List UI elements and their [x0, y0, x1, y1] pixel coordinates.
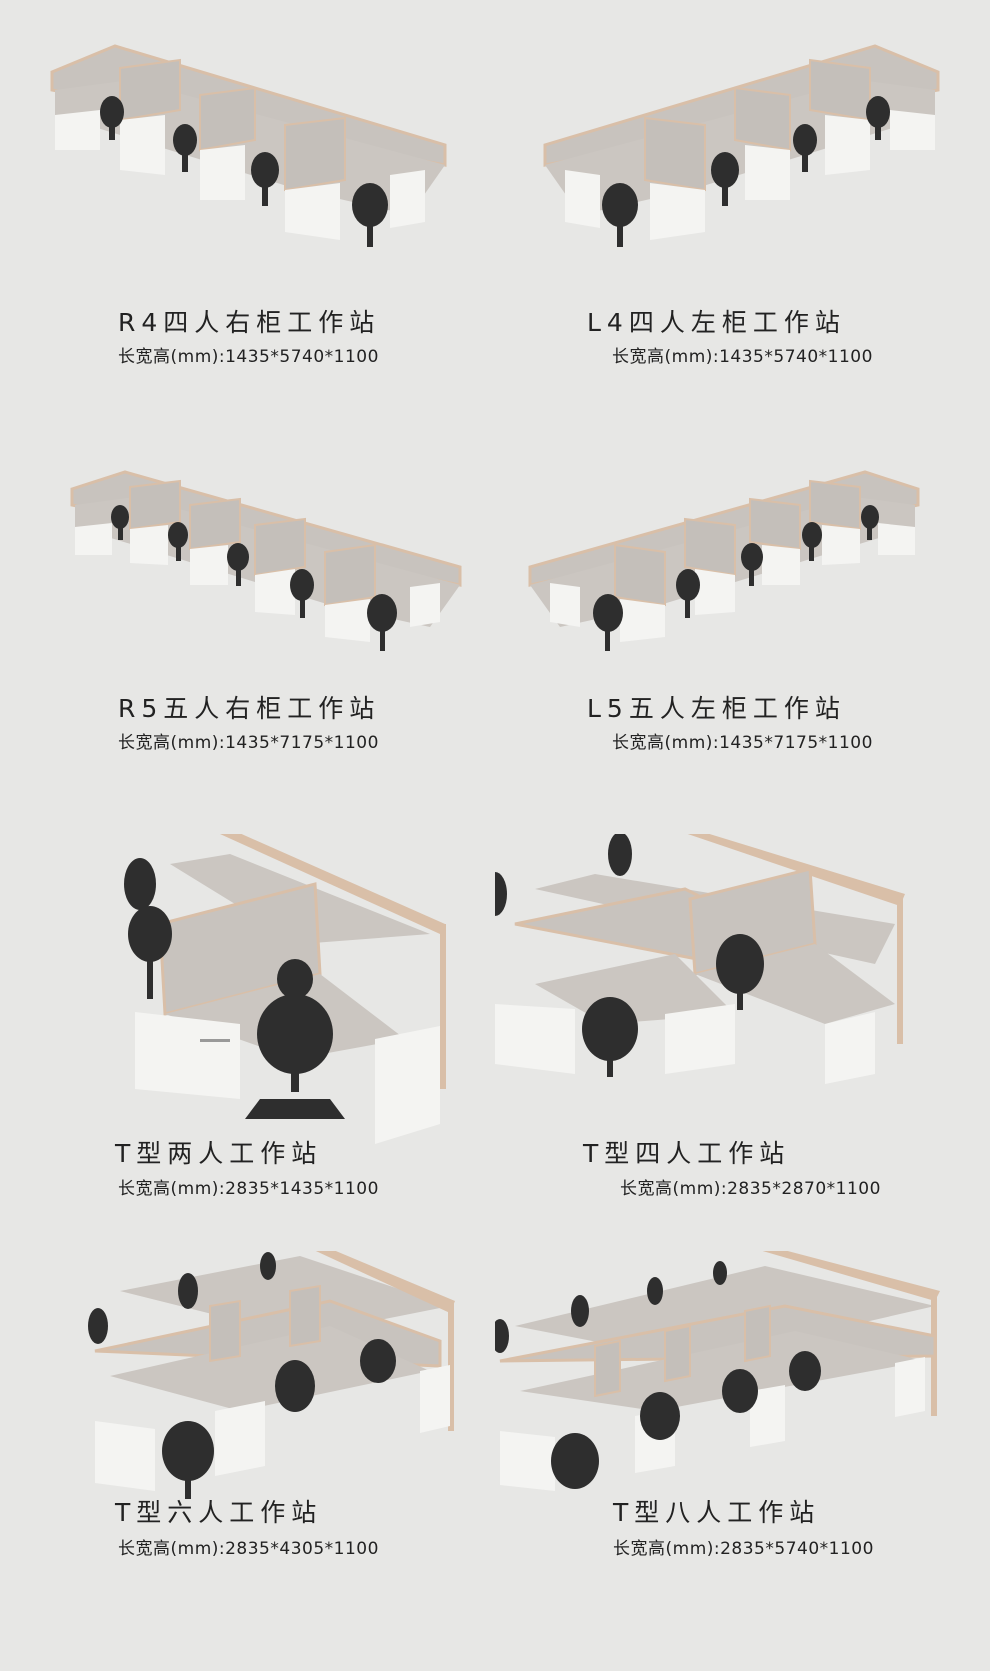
workstation-illustration [495, 834, 905, 1084]
product-dimensions: 长宽高(mm):1435*7175*1100 [118, 733, 379, 753]
product-title: R4四人右柜工作站 [118, 308, 381, 337]
workstation-illustration [543, 44, 940, 247]
product-title: T型四人工作站 [583, 1139, 791, 1168]
product-dimensions: 长宽高(mm):1435*7175*1100 [612, 733, 873, 753]
workstation-illustration [70, 470, 462, 651]
workstation-illustration [88, 1251, 455, 1499]
product-title: T型八人工作站 [613, 1498, 821, 1527]
workstation-illustration [124, 834, 446, 1144]
product-dimensions: 长宽高(mm):2835*1435*1100 [118, 1179, 379, 1199]
product-card-t4[interactable]: T型四人工作站 长宽高(mm):2835*2870*1100 [495, 834, 990, 1251]
product-card-l4[interactable]: L4四人左柜工作站 长宽高(mm):1435*5740*1100 [495, 0, 990, 417]
product-title: L5五人左柜工作站 [587, 694, 846, 723]
product-card-r4[interactable]: R4四人右柜工作站 长宽高(mm):1435*5740*1100 [0, 0, 495, 417]
product-dimensions: 长宽高(mm):2835*4305*1100 [118, 1539, 379, 1559]
product-card-t2[interactable]: T型两人工作站 长宽高(mm):2835*1435*1100 [0, 834, 495, 1251]
product-dimensions: 长宽高(mm):2835*5740*1100 [613, 1539, 874, 1559]
product-title: L4四人左柜工作站 [587, 308, 846, 337]
product-card-r5[interactable]: R5五人右柜工作站 长宽高(mm):1435*7175*1100 [0, 417, 495, 834]
product-dimensions: 长宽高(mm):2835*2870*1100 [620, 1179, 881, 1199]
product-dimensions: 长宽高(mm):1435*5740*1100 [118, 347, 379, 367]
product-card-l5[interactable]: L5五人左柜工作站 长宽高(mm):1435*7175*1100 [495, 417, 990, 834]
product-title: T型两人工作站 [115, 1139, 323, 1168]
product-title: R5五人右柜工作站 [118, 694, 381, 723]
workstation-illustration [495, 1251, 940, 1491]
product-title: T型六人工作站 [115, 1498, 323, 1527]
product-dimensions: 长宽高(mm):1435*5740*1100 [612, 347, 873, 367]
product-card-t8[interactable]: T型八人工作站 长宽高(mm):2835*5740*1100 [495, 1251, 990, 1668]
workstation-illustration [50, 44, 447, 247]
product-card-t6[interactable]: T型六人工作站 长宽高(mm):2835*4305*1100 [0, 1251, 495, 1668]
workstation-illustration [528, 470, 920, 651]
